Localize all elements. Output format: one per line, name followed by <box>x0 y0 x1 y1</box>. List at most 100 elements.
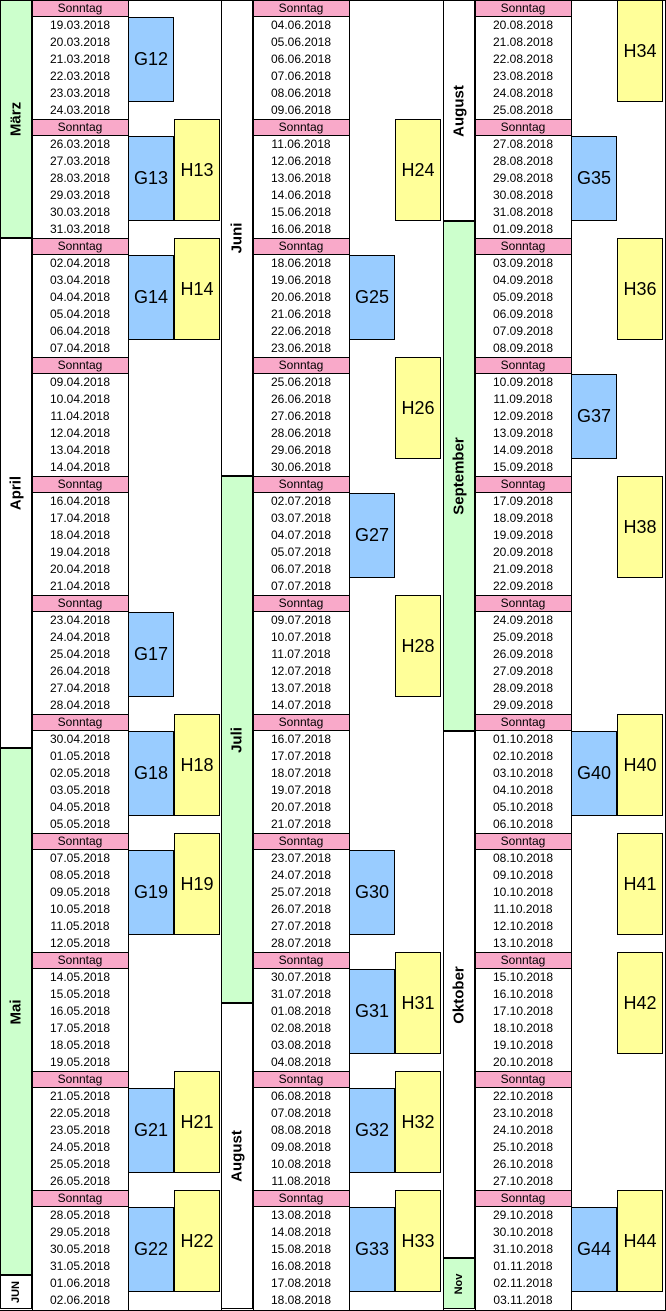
date-cell: 02.04.2018 <box>49 256 111 270</box>
date-cell: 18.08.2018 <box>270 1293 332 1307</box>
date-cell: 28.07.2018 <box>270 936 332 950</box>
date-cell: 30.06.2018 <box>270 460 332 474</box>
date-cell: 14.05.2018 <box>49 970 111 984</box>
date-cell: 02.08.2018 <box>270 1021 332 1035</box>
column-divider <box>253 0 254 1311</box>
sunday-row: Sonntag <box>32 833 128 850</box>
g-block: G25 <box>349 255 395 340</box>
date-cell: 13.06.2018 <box>270 171 332 185</box>
date-cell: 04.06.2018 <box>270 18 332 32</box>
date-cell: 30.05.2018 <box>49 1242 111 1256</box>
date-cell: 05.10.2018 <box>492 800 554 814</box>
h-block: H31 <box>395 952 441 1054</box>
date-cell: 03.08.2018 <box>270 1038 332 1052</box>
h-block: H26 <box>395 357 441 459</box>
date-cell: 20.10.2018 <box>492 1055 554 1069</box>
date-cell: 25.05.2018 <box>49 1157 111 1171</box>
month-strip: August <box>221 1003 253 1309</box>
sunday-row: Sonntag <box>253 476 349 493</box>
h-block: H36 <box>617 238 663 340</box>
date-cell: 28.06.2018 <box>270 426 332 440</box>
date-cell: 21.08.2018 <box>492 35 554 49</box>
date-cell: 20.09.2018 <box>492 545 554 559</box>
date-cell: 05.05.2018 <box>49 817 111 831</box>
date-cell: 04.09.2018 <box>492 273 554 287</box>
g-block: G17 <box>128 612 174 697</box>
sunday-row: Sonntag <box>475 476 571 493</box>
month-strip: Oktober <box>443 731 475 1258</box>
g-block: G27 <box>349 493 395 578</box>
date-cell: 06.08.2018 <box>270 1089 332 1103</box>
date-cell: 08.10.2018 <box>492 851 554 865</box>
date-cell: 25.08.2018 <box>492 103 554 117</box>
date-cell: 17.10.2018 <box>492 1004 554 1018</box>
date-cell: 29.10.2018 <box>492 1208 554 1222</box>
date-cell: 21.05.2018 <box>49 1089 111 1103</box>
h-block: H13 <box>174 119 220 221</box>
date-cell: 28.08.2018 <box>492 154 554 168</box>
date-cell: 19.03.2018 <box>49 18 111 32</box>
h-block: H18 <box>174 714 220 816</box>
h-block: H21 <box>174 1071 220 1173</box>
date-cell: 21.06.2018 <box>270 307 332 321</box>
date-cell: 04.10.2018 <box>492 783 554 797</box>
month-label: Mai <box>7 998 25 1025</box>
date-cell: 03.07.2018 <box>270 511 332 525</box>
month-label: JUN <box>10 1280 22 1304</box>
top-border <box>0 0 666 1</box>
date-cell: 06.06.2018 <box>270 52 332 66</box>
date-cell: 22.05.2018 <box>49 1106 111 1120</box>
sunday-row: Sonntag <box>475 119 571 136</box>
date-cell: 23.10.2018 <box>492 1106 554 1120</box>
date-cell: 04.04.2018 <box>49 290 111 304</box>
date-cell: 29.05.2018 <box>49 1225 111 1239</box>
date-cell: 03.05.2018 <box>49 783 111 797</box>
month-label: September <box>450 437 468 515</box>
sunday-row: Sonntag <box>475 1071 571 1088</box>
date-cell: 01.08.2018 <box>270 1004 332 1018</box>
date-cell: 10.05.2018 <box>49 902 111 916</box>
date-cell: 30.07.2018 <box>270 970 332 984</box>
month-strip: März <box>0 0 32 238</box>
date-cell: 26.04.2018 <box>49 664 111 678</box>
date-cell: 27.07.2018 <box>270 919 332 933</box>
date-cell: 16.06.2018 <box>270 222 332 236</box>
date-cell: 11.04.2018 <box>50 409 110 423</box>
h-block: H42 <box>617 952 663 1054</box>
month-strip: Juni <box>221 0 253 476</box>
date-cell: 10.07.2018 <box>270 630 332 644</box>
h-block: H33 <box>395 1190 441 1292</box>
date-cell: 31.07.2018 <box>270 987 332 1001</box>
sunday-row: Sonntag <box>475 595 571 612</box>
date-cell: 19.04.2018 <box>49 545 111 559</box>
g-block: G33 <box>349 1207 395 1292</box>
date-cell: 06.09.2018 <box>492 307 554 321</box>
date-cell: 01.09.2018 <box>492 222 554 236</box>
date-cell: 17.04.2018 <box>49 511 111 525</box>
date-cell: 27.06.2018 <box>270 409 332 423</box>
date-cell: 16.08.2018 <box>270 1259 332 1273</box>
date-cell: 04.07.2018 <box>270 528 332 542</box>
date-cell: 09.10.2018 <box>492 868 554 882</box>
date-cell: 22.08.2018 <box>492 52 554 66</box>
date-cell: 22.06.2018 <box>270 324 332 338</box>
h-block: H41 <box>617 833 663 935</box>
date-cell: 28.03.2018 <box>49 171 111 185</box>
column-divider <box>128 0 129 1311</box>
date-cell: 29.06.2018 <box>270 443 332 457</box>
date-cell: 14.09.2018 <box>492 443 554 457</box>
date-cell: 07.04.2018 <box>49 341 111 355</box>
date-cell: 24.05.2018 <box>49 1140 111 1154</box>
date-cell: 03.10.2018 <box>492 766 554 780</box>
sunday-row: Sonntag <box>253 833 349 850</box>
sunday-row: Sonntag <box>32 1071 128 1088</box>
date-cell: 09.08.2018 <box>270 1140 332 1154</box>
date-cell: 21.04.2018 <box>49 579 111 593</box>
column-divider <box>349 0 350 1311</box>
date-cell: 22.03.2018 <box>49 69 111 83</box>
date-cell: 08.08.2018 <box>270 1123 332 1137</box>
month-label: Juni <box>228 222 246 254</box>
date-cell: 29.03.2018 <box>49 188 111 202</box>
sunday-row: Sonntag <box>32 357 128 374</box>
